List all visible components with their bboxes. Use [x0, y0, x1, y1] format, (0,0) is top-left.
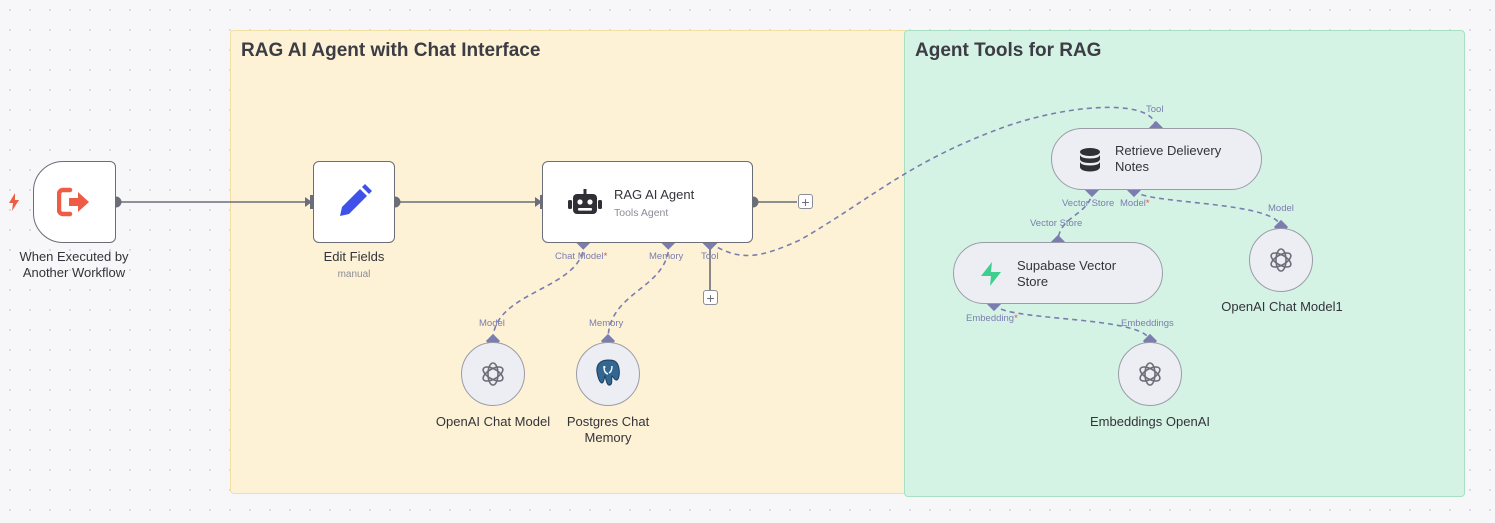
edit-fields-node[interactable] [313, 161, 395, 243]
port-label-tool: Tool [701, 251, 719, 262]
sticky-title: Agent Tools for RAG [915, 40, 1102, 61]
port-label-vector-store: Vector Store [1062, 198, 1115, 209]
port-label-chat-model: Chat Model* [555, 251, 608, 262]
add-tool-button[interactable]: + [703, 290, 718, 305]
openai-icon [1135, 359, 1165, 389]
node-label: Edit Fields [323, 249, 385, 264]
node-label: OpenAI Chat Model1 [1221, 299, 1343, 314]
openai-chat-model1-node[interactable] [1249, 228, 1313, 292]
database-icon [1078, 147, 1102, 173]
port-label-tool: Tool [1146, 104, 1164, 115]
connection-model [1133, 189, 1282, 229]
port-label-model: Model* [1120, 198, 1150, 209]
port-label-memory: Memory [589, 318, 624, 329]
port-label-embeddings: Embeddings [1121, 318, 1174, 329]
arrow-head [535, 197, 542, 207]
add-node-button[interactable]: + [798, 194, 813, 209]
arrow-head [305, 197, 312, 207]
lightning-icon [6, 192, 22, 212]
embeddings-openai-node[interactable] [1118, 342, 1182, 406]
port-label-vector-store: Vector Store [1030, 218, 1083, 229]
node-title: RAG AI Agent [614, 187, 695, 202]
pencil-icon [334, 182, 374, 222]
postgres-icon [592, 357, 624, 389]
node-subtitle: manual [337, 269, 371, 280]
trigger-node-when-executed[interactable] [33, 161, 116, 243]
postgres-chat-memory-node[interactable] [576, 342, 640, 406]
port-label-memory: Memory [649, 251, 684, 262]
node-label: Embeddings OpenAI [1090, 414, 1210, 429]
input-port [310, 195, 314, 209]
sticky-title: RAG AI Agent with Chat Interface [241, 40, 541, 61]
port-label-model: Model [1268, 203, 1294, 214]
openai-chat-model-node[interactable] [461, 342, 525, 406]
supabase-icon [979, 261, 1003, 287]
node-label: OpenAI Chat Model [435, 414, 551, 429]
connection-vector-store [1057, 189, 1093, 243]
sticky-note-rag[interactable]: RAG AI Agent with Chat Interface [230, 30, 910, 494]
connection-embedding [993, 303, 1151, 343]
rag-ai-agent-node[interactable]: RAG AI Agent Tools Agent [542, 161, 753, 243]
robot-icon [567, 188, 603, 218]
port-label-embedding: Embedding* [966, 313, 1018, 324]
port-label-model: Model [479, 318, 505, 329]
exit-arrow-icon [57, 186, 91, 218]
connection-memory [607, 242, 670, 341]
openai-icon [478, 359, 508, 389]
openai-icon [1266, 245, 1296, 275]
connection-tool [709, 106, 1157, 257]
node-subtitle: Tools Agent [614, 207, 669, 219]
